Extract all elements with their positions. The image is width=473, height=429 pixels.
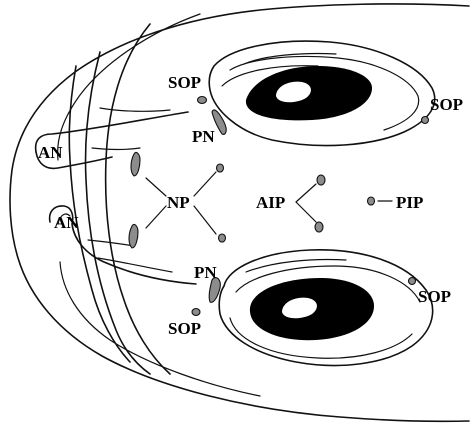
sop-pore xyxy=(196,95,208,105)
aip-pore xyxy=(314,221,324,233)
pores xyxy=(128,95,430,317)
upper-eye xyxy=(208,40,436,147)
label-pn: PN xyxy=(192,127,215,146)
label-an: AN xyxy=(38,143,63,162)
np-pore xyxy=(128,223,139,249)
np-pore xyxy=(130,151,141,177)
label-pip: PIP xyxy=(396,193,423,212)
sop-pore xyxy=(420,115,430,125)
label-aip: AIP xyxy=(256,193,285,212)
aip-pore xyxy=(316,174,326,186)
sop-pore xyxy=(407,276,417,286)
snout-structures xyxy=(34,23,197,375)
pn-pore xyxy=(208,277,221,303)
lower-eye xyxy=(218,249,434,367)
sop-pore xyxy=(191,307,201,317)
label-sop: SOP xyxy=(418,287,451,306)
label-sop: SOP xyxy=(168,73,201,92)
label-pn: PN xyxy=(194,263,217,282)
label-sop: SOP xyxy=(168,319,201,338)
np-pore xyxy=(217,233,227,243)
head-outline xyxy=(9,3,470,423)
pn-pore xyxy=(211,109,227,135)
label-np: NP xyxy=(167,193,190,212)
labels: SOP SOP PN AN NP AIP PIP AN PN SOP SOP xyxy=(38,73,463,338)
label-sop: SOP xyxy=(430,95,463,114)
pip-pore xyxy=(366,196,376,206)
np-pore xyxy=(215,163,225,173)
leader-lines xyxy=(145,171,393,235)
label-an: AN xyxy=(54,213,79,232)
